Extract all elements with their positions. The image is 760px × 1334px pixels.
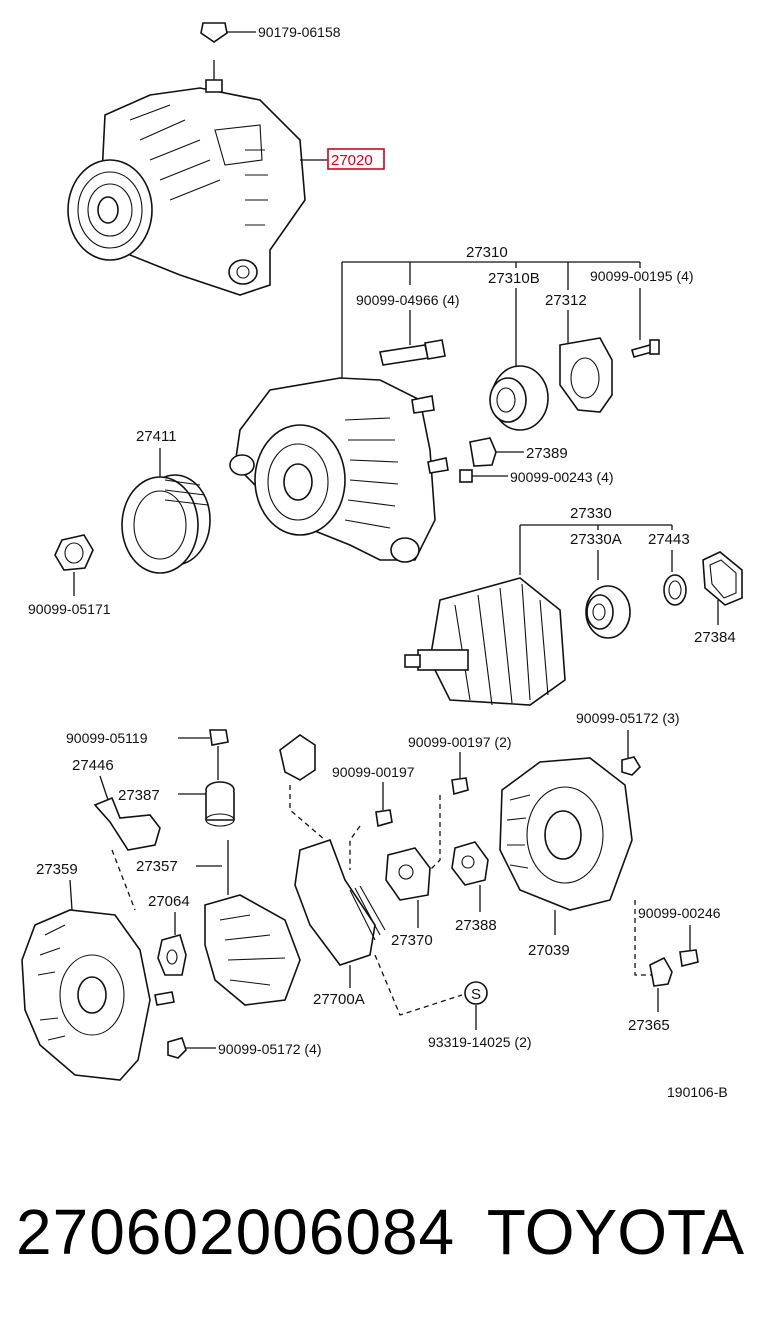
washer-27443[interactable] bbox=[663, 574, 687, 606]
label-27357[interactable]: 27357 bbox=[136, 858, 178, 875]
insulator-27064[interactable] bbox=[157, 934, 187, 976]
symbol-S[interactable]: S bbox=[464, 981, 488, 1005]
label-27359[interactable]: 27359 bbox=[36, 861, 78, 878]
label-90099-05172-4[interactable]: 90099-05172 (4) bbox=[218, 1041, 322, 1057]
label-27020[interactable]: 27020 bbox=[331, 152, 373, 169]
label-27310B[interactable]: 27310B bbox=[488, 270, 540, 287]
label-27330[interactable]: 27330 bbox=[570, 505, 612, 522]
label-90179-06158[interactable]: 90179-06158 bbox=[258, 24, 341, 40]
rear-cover-27359[interactable] bbox=[21, 909, 151, 1081]
diagram-code: 190106-B bbox=[667, 1084, 728, 1100]
label-90099-05171[interactable]: 90099-05171 bbox=[28, 601, 111, 617]
alternator-frame-27310[interactable] bbox=[229, 377, 449, 563]
alternator-assembly[interactable] bbox=[67, 60, 306, 296]
bush-27387[interactable] bbox=[205, 781, 235, 827]
label-93319-14025[interactable]: 93319-14025 (2) bbox=[428, 1034, 532, 1050]
label-27310[interactable]: 27310 bbox=[466, 244, 508, 261]
label-27384[interactable]: 27384 bbox=[694, 629, 736, 646]
label-27064[interactable]: 27064 bbox=[148, 893, 190, 910]
screw-90099-05119[interactable] bbox=[178, 729, 229, 780]
label-S[interactable]: S bbox=[471, 986, 481, 1003]
screw-90179-06158[interactable] bbox=[200, 22, 256, 43]
label-27411[interactable]: 27411 bbox=[136, 428, 177, 445]
label-27700A[interactable]: 27700A bbox=[313, 991, 365, 1008]
screw-90099-00197[interactable] bbox=[375, 809, 393, 828]
regulator-27700A[interactable] bbox=[294, 838, 386, 966]
label-90099-00197[interactable]: 90099-00197 bbox=[332, 764, 415, 780]
screw-90099-00197-2[interactable] bbox=[451, 777, 469, 796]
label-27388[interactable]: 27388 bbox=[455, 917, 497, 934]
rear-frame-27039[interactable] bbox=[499, 757, 633, 911]
nut-90099-05172-3[interactable] bbox=[621, 756, 642, 776]
label-27389[interactable]: 27389 bbox=[526, 445, 568, 462]
label-90099-05119[interactable]: 90099-05119 bbox=[66, 730, 148, 746]
rectifier-27357[interactable] bbox=[204, 840, 301, 1006]
label-27387[interactable]: 27387 bbox=[118, 787, 160, 804]
insulator-27388[interactable] bbox=[451, 841, 489, 886]
bracket-27446[interactable] bbox=[93, 796, 161, 851]
label-90099-00243[interactable]: 90099-00243 (4) bbox=[510, 469, 614, 485]
part-number: 270602006084 bbox=[16, 1196, 456, 1268]
terminal-27370[interactable] bbox=[385, 847, 431, 901]
rotor-27330[interactable] bbox=[404, 577, 566, 706]
insulator-27389[interactable] bbox=[469, 437, 524, 467]
retainer-plate-27312[interactable] bbox=[559, 337, 613, 413]
bearing-27310B[interactable] bbox=[489, 365, 549, 431]
brand-name: TOYOTA bbox=[486, 1196, 744, 1268]
stud-lower-left[interactable] bbox=[154, 991, 175, 1006]
label-27365[interactable]: 27365 bbox=[628, 1017, 670, 1034]
label-90099-05172-3[interactable]: 90099-05172 (3) bbox=[576, 710, 680, 726]
highlight-box-27020 bbox=[327, 148, 385, 170]
label-27039[interactable]: 27039 bbox=[528, 942, 570, 959]
pulley-27411[interactable] bbox=[121, 474, 211, 574]
label-90099-00197-2[interactable]: 90099-00197 (2) bbox=[408, 734, 512, 750]
nut-90099-05172-4[interactable] bbox=[167, 1037, 216, 1059]
terminal-insulator-top[interactable] bbox=[279, 734, 326, 841]
label-27312[interactable]: 27312 bbox=[545, 292, 587, 309]
screw-90099-00243[interactable] bbox=[459, 469, 508, 483]
label-27330A[interactable]: 27330A bbox=[570, 531, 622, 548]
label-27446[interactable]: 27446 bbox=[72, 757, 114, 774]
screw-90099-00195[interactable] bbox=[631, 339, 660, 358]
footer: 270602006084 TOYOTA bbox=[0, 1195, 760, 1275]
label-27443[interactable]: 27443 bbox=[648, 531, 690, 548]
label-27370[interactable]: 27370 bbox=[391, 932, 433, 949]
label-90099-00195[interactable]: 90099-00195 (4) bbox=[590, 268, 694, 284]
screw-90099-00246[interactable] bbox=[679, 949, 699, 967]
bearing-27330A[interactable] bbox=[585, 585, 631, 639]
nut-90099-05171[interactable] bbox=[54, 534, 94, 596]
stud-bolt-90099-04966[interactable] bbox=[379, 339, 446, 366]
cover-27384[interactable] bbox=[702, 551, 743, 606]
label-90099-00246[interactable]: 90099-00246 bbox=[638, 905, 721, 921]
label-90099-04966[interactable]: 90099-04966 (4) bbox=[356, 292, 460, 308]
terminal-27365[interactable] bbox=[649, 956, 673, 987]
